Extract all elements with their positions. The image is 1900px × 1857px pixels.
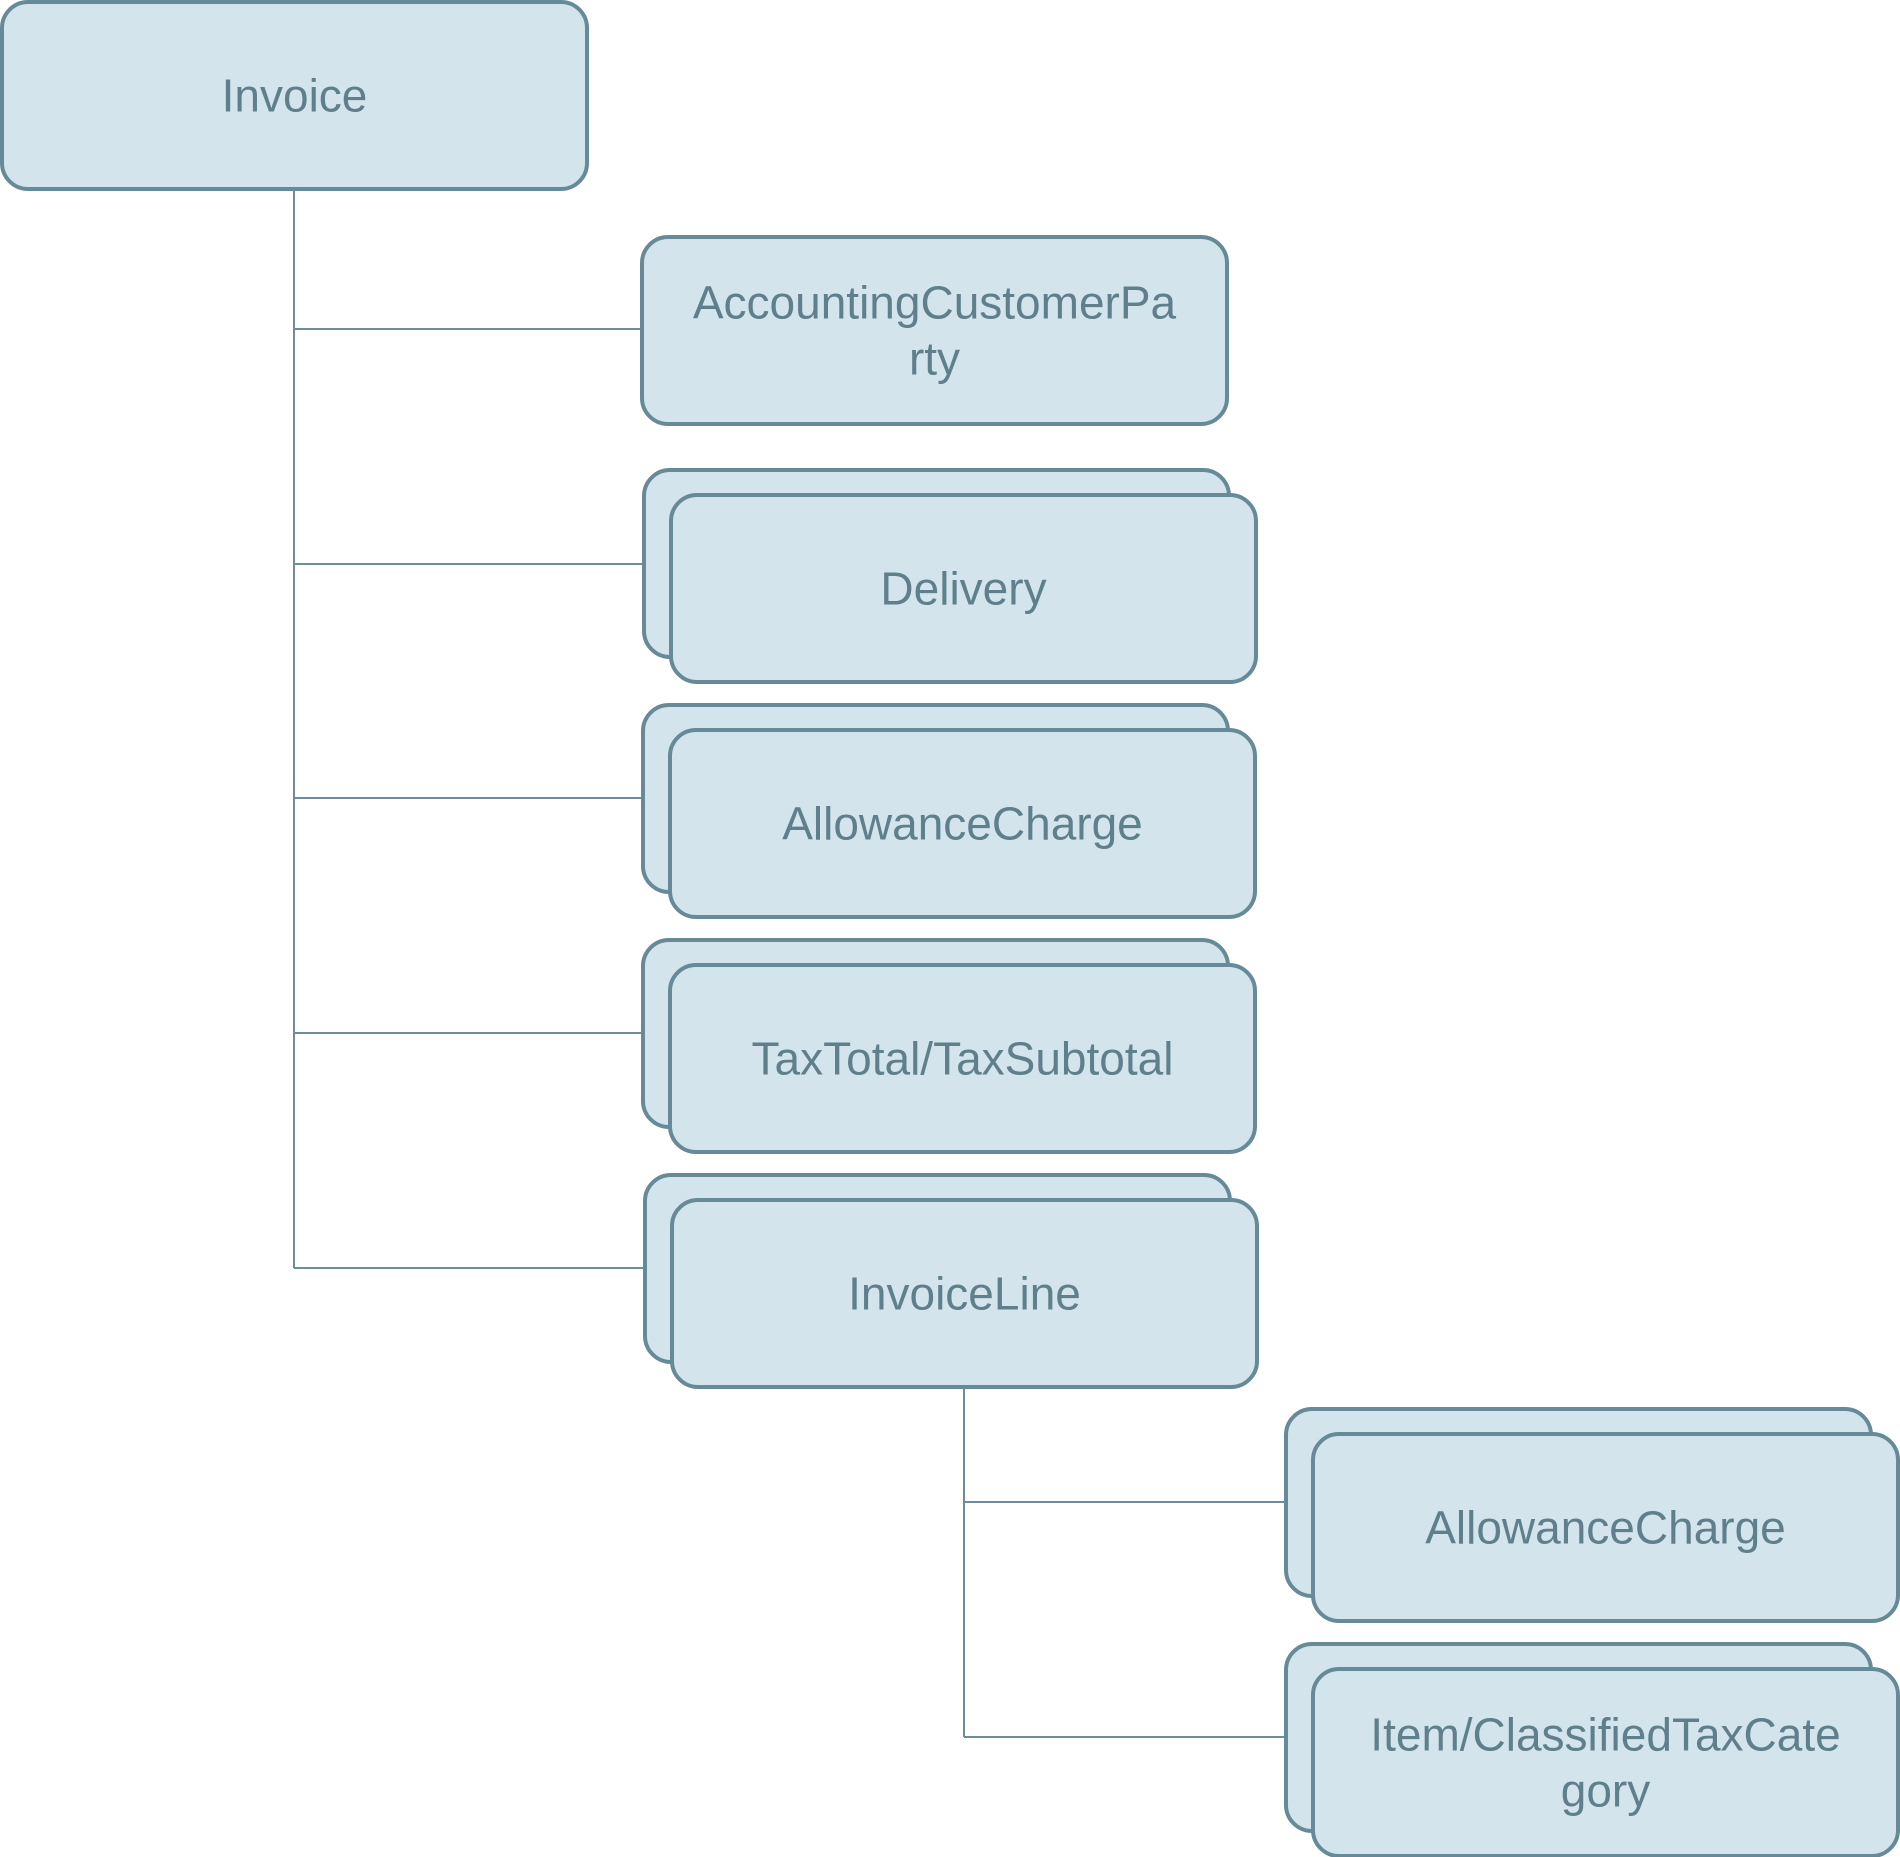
node-box: [640, 235, 1229, 426]
node-box: [668, 963, 1257, 1154]
node-label: AccountingCustomerPa: [693, 277, 1177, 329]
node-invoice-line: InvoiceLine: [643, 1173, 1259, 1389]
node-label: AllowanceCharge: [1425, 1502, 1786, 1554]
node-label: Delivery: [880, 563, 1046, 615]
node-box: [1311, 1667, 1900, 1857]
node-label: Invoice: [222, 70, 368, 122]
node-tax-total: TaxTotal/TaxSubtotal: [641, 938, 1257, 1154]
node-box: [668, 728, 1257, 919]
node-invoice: Invoice: [0, 0, 589, 191]
node-label: AllowanceCharge: [782, 798, 1143, 850]
node-label: TaxTotal/TaxSubtotal: [752, 1033, 1174, 1085]
node-label: gory: [1561, 1765, 1650, 1817]
node-label: rty: [909, 333, 960, 385]
node-box: [1311, 1432, 1900, 1623]
node-box: [0, 0, 589, 191]
node-box: [670, 1198, 1259, 1389]
node-box: [669, 493, 1258, 684]
connector-lines: [293, 189, 1286, 1738]
node-line-allowance-charge: AllowanceCharge: [1284, 1407, 1900, 1623]
node-delivery: Delivery: [642, 468, 1258, 684]
node-allowance-charge: AllowanceCharge: [641, 703, 1257, 919]
node-label: InvoiceLine: [848, 1268, 1081, 1320]
node-label: Item/ClassifiedTaxCate: [1370, 1709, 1840, 1761]
